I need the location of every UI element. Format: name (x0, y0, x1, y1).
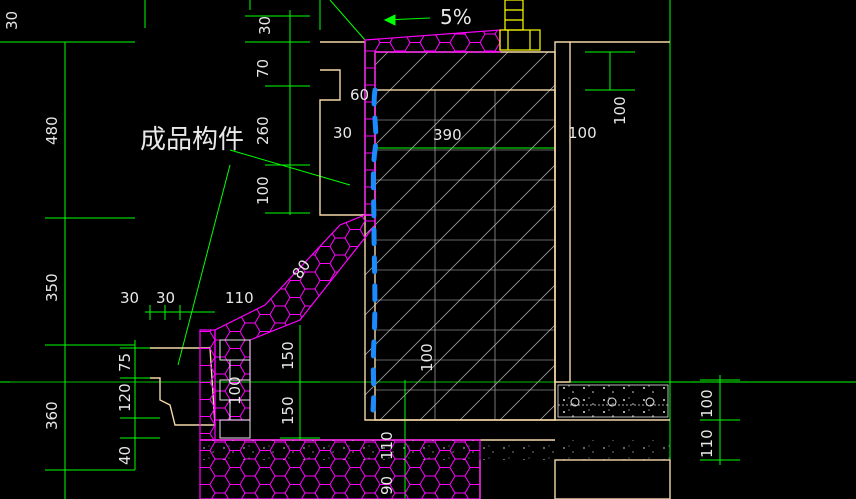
dim-100-far-right: 100 (611, 96, 629, 125)
dim-40: 40 (116, 446, 134, 465)
dim-90: 90 (378, 476, 396, 495)
dim-top-30: 30 (3, 11, 21, 30)
dim-360: 360 (43, 401, 61, 430)
dim-100-left: 100 (254, 176, 272, 205)
dim-100-right: 100 (568, 124, 597, 142)
dim-30-upper: 30 (256, 16, 274, 35)
dimension-texts: 30 480 350 360 30 70 260 100 60 30 390 1… (3, 5, 716, 495)
concrete-section (150, 41, 671, 499)
brick-blocks (219, 339, 251, 439)
dim-30-b: 30 (156, 289, 175, 307)
dim-75: 75 (116, 353, 134, 372)
railing-post (499, 0, 541, 51)
dim-120: 120 (116, 383, 134, 412)
dim-60: 60 (350, 86, 369, 104)
dim-350: 350 (43, 273, 61, 302)
dim-150-a: 150 (279, 341, 297, 370)
dim-110-bottom: 110 (378, 431, 396, 460)
gravel-layer (200, 384, 670, 460)
label-leader-lines (177, 0, 431, 366)
dim-110-top: 110 (225, 289, 254, 307)
dim-110-br: 110 (698, 429, 716, 458)
dim-100-br: 100 (698, 389, 716, 418)
dim-100-inner: 100 (226, 376, 244, 405)
dim-260: 260 (254, 116, 272, 145)
dim-100-center: 100 (418, 343, 436, 372)
drain-pipe (370, 87, 379, 413)
dim-70: 70 (254, 59, 272, 78)
component-label: 成品构件 (140, 125, 244, 155)
slope-label: 5% (440, 5, 472, 29)
dim-480: 480 (43, 116, 61, 145)
dim-390: 390 (433, 126, 462, 144)
dim-30-mid: 30 (333, 124, 352, 142)
dim-30-a: 30 (120, 289, 139, 307)
dim-150-b: 150 (279, 396, 297, 425)
